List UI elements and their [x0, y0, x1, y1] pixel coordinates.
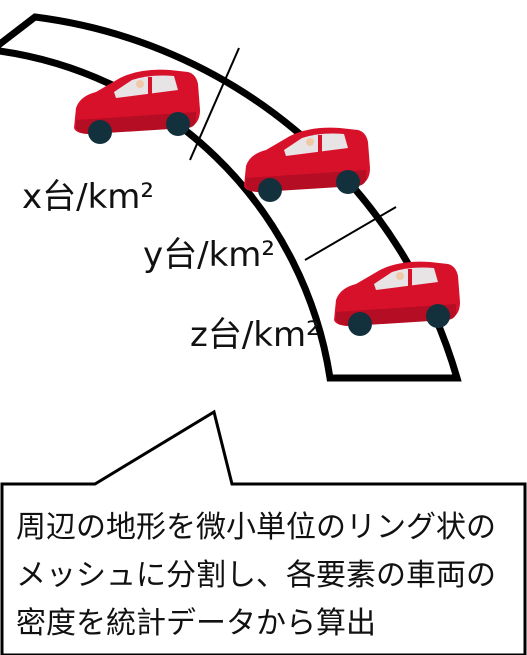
callout-text: 周辺の地形を微小単位のリング状のメッシュに分割し、各要素の車両の密度を統計データ…	[16, 510, 496, 641]
mesh-divider-1	[189, 47, 240, 161]
callout-box	[0, 409, 527, 655]
density-label-y: y台/km²	[143, 235, 276, 275]
density-label-z: z台/km²	[190, 315, 320, 355]
car-icon	[72, 67, 202, 146]
mesh-divider-2	[304, 206, 397, 261]
density-label-x: x台/km²	[22, 177, 155, 217]
